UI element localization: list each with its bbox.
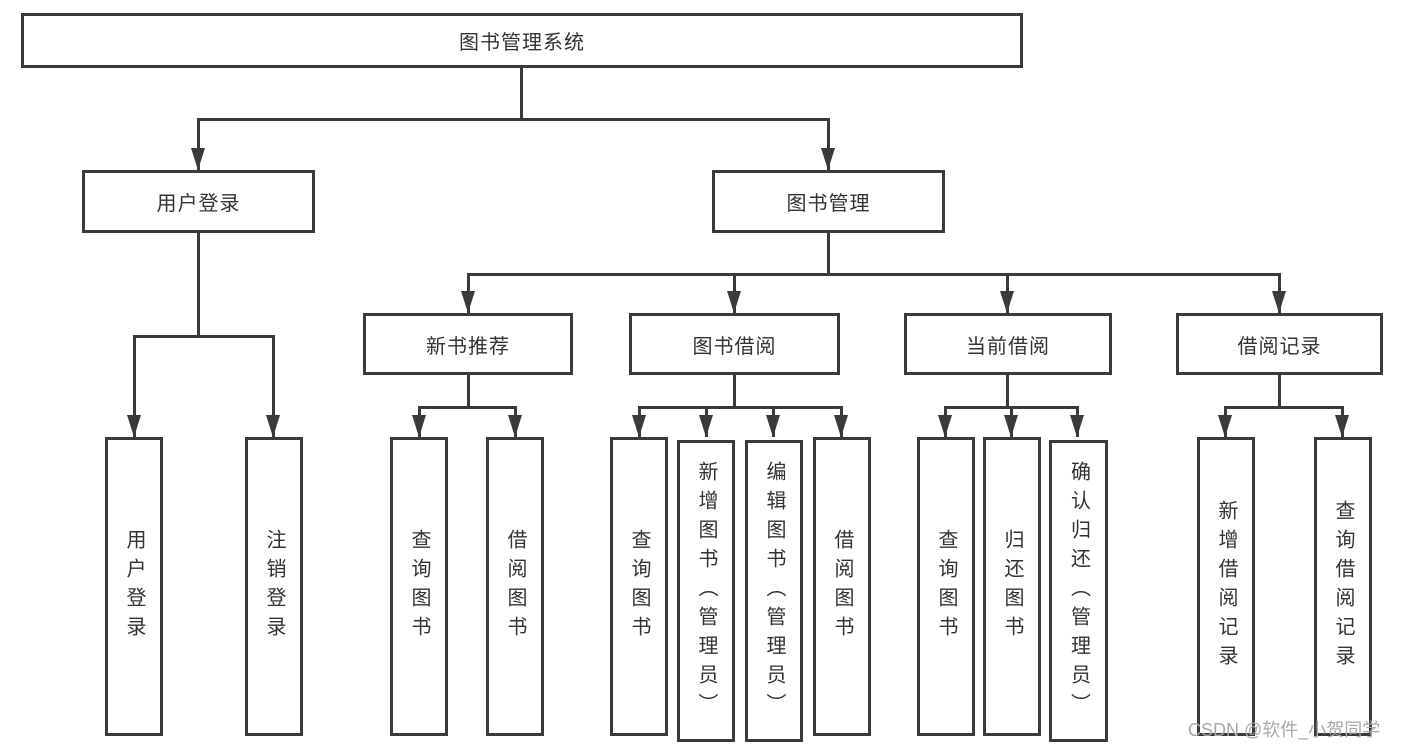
leaf-query-books-2: 查询图书 — [610, 437, 668, 736]
connector-line — [520, 68, 523, 118]
node-label: 图书管理系统 — [459, 32, 585, 54]
node-label: 查询借阅记录 — [1332, 499, 1354, 674]
leaf-query-books-3: 查询图书 — [917, 437, 975, 736]
node-label: 当前借阅 — [966, 335, 1050, 358]
arrow-down-icon — [1070, 415, 1084, 437]
connector-line — [827, 233, 830, 273]
connector-line — [1224, 406, 1343, 409]
arrow-down-icon — [191, 148, 205, 170]
connector-line — [1006, 375, 1009, 406]
node-label: 借阅图书 — [504, 528, 526, 645]
connector-line — [467, 375, 470, 406]
arrow-down-icon — [834, 415, 848, 437]
arrow-down-icon — [127, 415, 141, 437]
connector-line — [733, 375, 736, 406]
leaf-logout: 注销登录 — [245, 437, 303, 736]
leaf-add-borrow-record: 新增借阅记录 — [1197, 437, 1255, 736]
node-label: 查询图书 — [935, 528, 957, 645]
node-label: 新增图书（管理员） — [695, 460, 717, 722]
arrow-down-icon — [1218, 415, 1232, 437]
leaf-borrow-books-2: 借阅图书 — [813, 437, 871, 736]
node-label: 编辑图书（管理员） — [763, 460, 785, 722]
leaf-borrow-books-1: 借阅图书 — [486, 437, 544, 736]
node-label: 确认归还（管理员） — [1067, 460, 1090, 722]
connector-line — [638, 406, 843, 409]
node-book-borrowing: 图书借阅 — [629, 313, 840, 375]
arrow-down-icon — [461, 291, 475, 313]
leaf-query-borrow-record: 查询借阅记录 — [1314, 437, 1372, 736]
node-label: 新书推荐 — [426, 335, 510, 358]
connector-line — [197, 233, 200, 335]
connector-line — [467, 273, 1281, 276]
arrow-down-icon — [412, 415, 426, 437]
node-library-system: 图书管理系统 — [21, 13, 1023, 68]
node-label: 归还图书 — [1001, 528, 1023, 645]
connector-line — [197, 118, 830, 121]
arrow-down-icon — [1335, 415, 1349, 437]
node-current-borrowing: 当前借阅 — [904, 313, 1112, 375]
connector-line — [1278, 375, 1281, 406]
connector-line — [133, 335, 275, 338]
connector-line — [272, 335, 275, 437]
connector-line — [133, 335, 136, 437]
node-label: 图书管理 — [786, 193, 871, 215]
node-label: 借阅记录 — [1237, 335, 1322, 358]
leaf-query-books-1: 查询图书 — [390, 437, 448, 736]
node-borrow-records: 借阅记录 — [1176, 313, 1383, 375]
node-label: 借阅图书 — [831, 528, 853, 645]
node-label: 查询图书 — [628, 528, 650, 645]
arrow-down-icon — [266, 415, 280, 437]
node-user-login: 用户登录 — [82, 170, 315, 233]
node-label: 注销登录 — [263, 528, 285, 645]
node-new-book-recommend: 新书推荐 — [363, 313, 573, 375]
connector-line — [827, 118, 830, 170]
node-label: 用户登录 — [156, 193, 241, 215]
node-label: 新增借阅记录 — [1215, 499, 1237, 674]
leaf-confirm-return-admin: 确认归还（管理员） — [1049, 440, 1108, 742]
arrow-down-icon — [1000, 291, 1014, 313]
arrow-down-icon — [508, 415, 522, 437]
arrow-down-icon — [699, 415, 713, 437]
arrow-down-icon — [1272, 291, 1286, 313]
leaf-user-login: 用户登录 — [105, 437, 163, 736]
arrow-down-icon — [727, 291, 741, 313]
arrow-down-icon — [938, 415, 952, 437]
node-book-management: 图书管理 — [712, 170, 945, 233]
node-label: 图书借阅 — [692, 335, 777, 358]
arrow-down-icon — [821, 148, 835, 170]
arrow-down-icon — [632, 415, 646, 437]
leaf-add-book-admin: 新增图书（管理员） — [677, 440, 735, 742]
arrow-down-icon — [766, 415, 780, 437]
node-label: 查询图书 — [408, 528, 430, 645]
connector-line — [418, 406, 517, 409]
leaf-return-books: 归还图书 — [983, 437, 1041, 736]
csdn-watermark: CSDN @软件_小贺同学 — [1188, 720, 1381, 740]
node-label: 用户登录 — [123, 528, 145, 645]
connector-line — [197, 118, 200, 170]
leaf-edit-book-admin: 编辑图书（管理员） — [745, 440, 803, 742]
arrow-down-icon — [1004, 415, 1018, 437]
